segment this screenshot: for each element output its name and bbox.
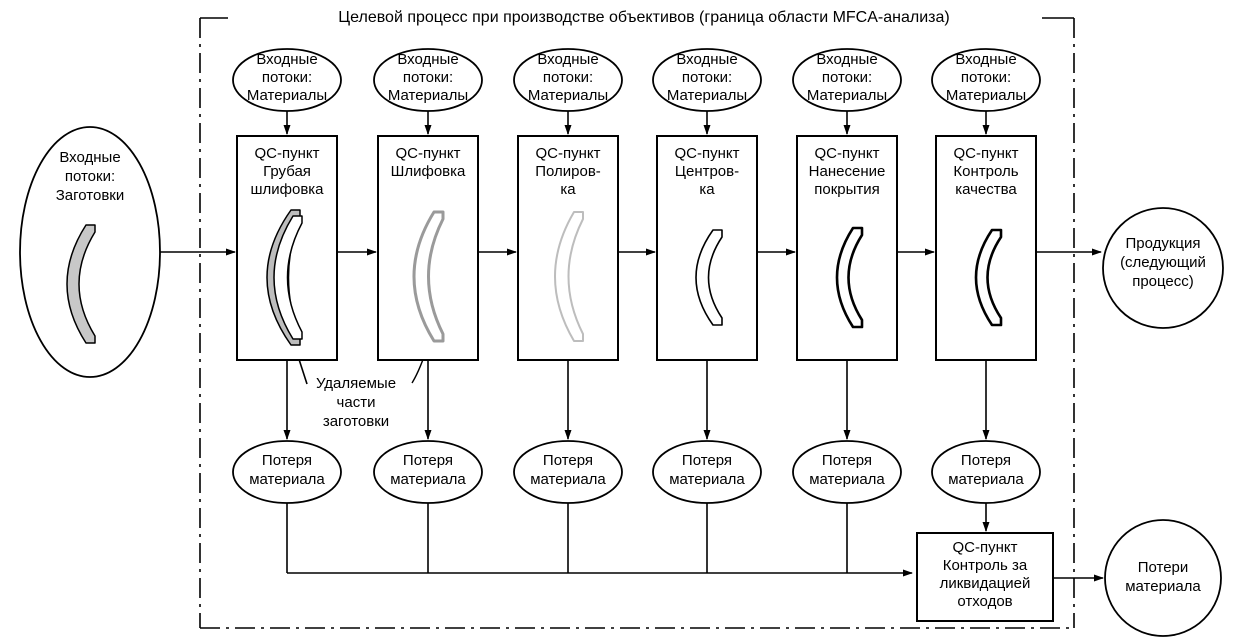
input-blanks-ellipse	[19, 126, 161, 378]
material-loss-label-3-line-2: материала	[530, 471, 606, 488]
material-loss-label-2-line-1: Потеря	[403, 452, 453, 469]
qc-label-4-line-2: Центров-	[675, 163, 739, 180]
input-materials-label-6-line-2: потоки:	[961, 69, 1011, 86]
qc-label-1-line-1: QC-пункт	[254, 145, 319, 162]
coat-lens-shape	[835, 226, 864, 329]
polish-lens-shape	[554, 211, 584, 342]
rough-lens-inner	[273, 215, 303, 340]
grind-lens-shape	[412, 210, 445, 343]
input-materials-label-4-line-3: Материалы	[667, 87, 747, 104]
loss-output-label-line-2: материала	[1125, 578, 1201, 595]
input-materials-label-4-line-2: потоки:	[682, 69, 732, 86]
loss-output-circle	[1104, 519, 1222, 637]
inspect-lens-shape	[974, 228, 1003, 327]
qc-label-2-line-1: QC-пункт	[395, 145, 460, 162]
input-materials-label-3-line-2: потоки:	[543, 69, 593, 86]
input-materials-label-5-line-1: Входные	[816, 51, 877, 68]
input-materials-label-2-line-3: Материалы	[388, 87, 468, 104]
material-loss-label-5-line-2: материала	[809, 471, 885, 488]
qc-label-5-line-2: Нанесение	[809, 163, 886, 180]
qc-label-3-line-1: QC-пункт	[535, 145, 600, 162]
blank-lens-shape	[66, 224, 96, 344]
waste-control-label-line-4: отходов	[957, 593, 1012, 610]
product-output-label-line-2: (следующий	[1120, 254, 1206, 271]
waste-control-label-line-2: Контроль за	[943, 557, 1028, 574]
input-materials-label-3-line-1: Входные	[537, 51, 598, 68]
material-loss-label-2-line-2: материала	[390, 471, 466, 488]
qc-label-4-line-1: QC-пункт	[674, 145, 739, 162]
material-loss-label-1-line-1: Потеря	[262, 452, 312, 469]
input-materials-label-6-line-1: Входные	[955, 51, 1016, 68]
input-materials-label-5-line-3: Материалы	[807, 87, 887, 104]
input-materials-label-3-line-3: Материалы	[528, 87, 608, 104]
product-output-circle	[1102, 207, 1224, 329]
qc-label-6-line-2: Контроль	[953, 163, 1018, 180]
qc-label-4-line-3: ка	[699, 181, 715, 198]
input-blanks-label-line-1: Входные	[59, 149, 120, 166]
material-loss-ellipse-6	[931, 440, 1041, 504]
input-materials-ellipse-2	[373, 48, 483, 112]
qc-label-5-line-1: QC-пункт	[814, 145, 879, 162]
boundary-title: Целевой процесс при производстве объекти…	[338, 9, 949, 26]
input-materials-label-1-line-3: Материалы	[247, 87, 327, 104]
removed-parts-label-line-1: Удаляемые	[316, 375, 396, 392]
input-materials-ellipse-4	[652, 48, 762, 112]
input-materials-label-6-line-3: Материалы	[946, 87, 1026, 104]
material-loss-label-6-line-1: Потеря	[961, 452, 1011, 469]
material-loss-label-1-line-2: материала	[249, 471, 325, 488]
material-loss-label-6-line-2: материала	[948, 471, 1024, 488]
material-loss-label-4-line-2: материала	[669, 471, 745, 488]
input-materials-label-1-line-1: Входные	[256, 51, 317, 68]
center-lens-shape	[695, 229, 723, 326]
qc-label-2-line-2: Шлифовка	[391, 163, 466, 180]
material-loss-ellipse-3	[513, 440, 623, 504]
input-blanks-label-line-2: потоки:	[65, 168, 115, 185]
qc-label-6-line-3: качества	[955, 181, 1017, 198]
input-materials-label-2-line-1: Входные	[397, 51, 458, 68]
waste-control-label-line-1: QC-пункт	[952, 539, 1017, 556]
input-materials-ellipse-6	[931, 48, 1041, 112]
waste-control-box	[916, 532, 1054, 622]
material-loss-label-3-line-1: Потеря	[543, 452, 593, 469]
qc-label-3-line-3: ка	[560, 181, 576, 198]
removed-parts-label-line-3: заготовки	[323, 413, 389, 430]
input-materials-label-2-line-2: потоки:	[403, 69, 453, 86]
material-loss-ellipse-2	[373, 440, 483, 504]
material-loss-ellipse-1	[232, 440, 342, 504]
waste-control-label-line-3: ликвидацией	[940, 575, 1031, 592]
material-loss-ellipse-4	[652, 440, 762, 504]
material-loss-ellipse-5	[792, 440, 902, 504]
loss-output-label-line-1: Потери	[1138, 559, 1189, 576]
material-loss-label-5-line-1: Потеря	[822, 452, 872, 469]
product-output-label-line-3: процесс)	[1132, 273, 1194, 290]
qc-label-1-line-3: шлифовка	[250, 181, 324, 198]
removed-parts-label-line-2: части	[337, 394, 376, 411]
input-blanks-label-line-3: Заготовки	[56, 187, 125, 204]
qc-label-3-line-2: Полиров-	[535, 163, 601, 180]
material-loss-label-4-line-1: Потеря	[682, 452, 732, 469]
input-materials-label-4-line-1: Входные	[676, 51, 737, 68]
qc-label-6-line-1: QC-пункт	[953, 145, 1018, 162]
input-materials-ellipse-5	[792, 48, 902, 112]
input-materials-ellipse-1	[232, 48, 342, 112]
input-materials-label-5-line-2: потоки:	[822, 69, 872, 86]
input-materials-ellipse-3	[513, 48, 623, 112]
qc-label-5-line-3: покрытия	[814, 181, 880, 198]
qc-label-1-line-2: Грубая	[263, 163, 311, 180]
product-output-label-line-1: Продукция	[1125, 235, 1200, 252]
input-materials-label-1-line-2: потоки:	[262, 69, 312, 86]
